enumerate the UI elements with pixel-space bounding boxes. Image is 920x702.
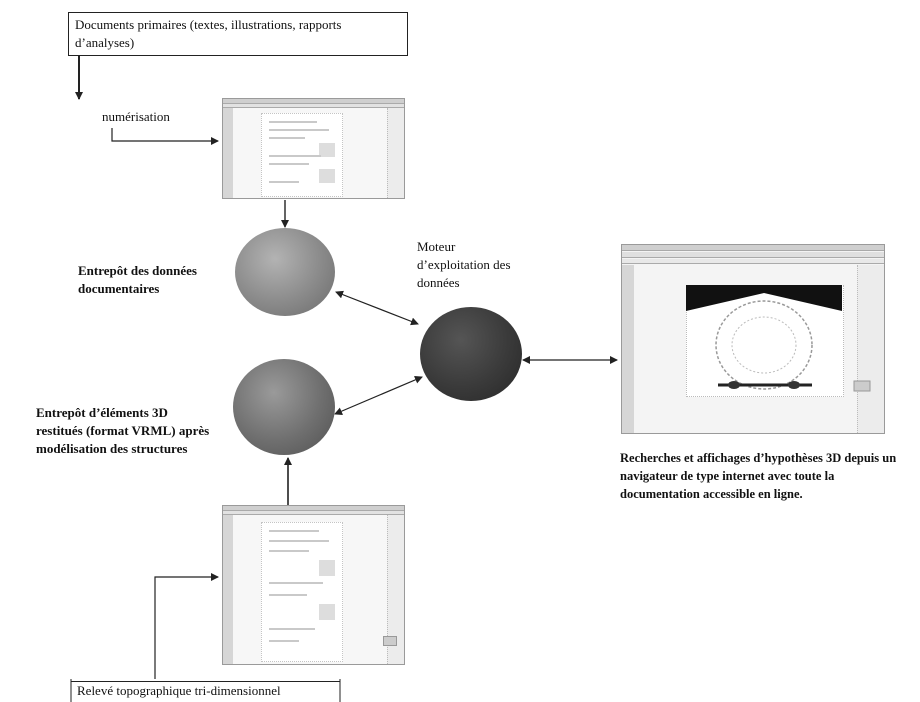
arrow-numerisation-to-scan [111, 128, 219, 145]
moteur-label: Moteur d’exploitation des données [417, 239, 511, 290]
documents-primaires-box: Documents primaires (textes, illustratio… [68, 12, 408, 56]
entrepot-3d-label: Entrepôt d’éléments 3D restitués (format… [36, 405, 210, 456]
arrow-releve-to-scan [154, 573, 219, 679]
3d-viewer-window-icon [621, 244, 885, 434]
scanned-document-window-icon [222, 98, 405, 199]
numerisation-label: numérisation [102, 109, 170, 124]
recherches-label: Recherches et affichages d’hypothèses 3D… [620, 451, 897, 501]
arrow-entrepot3d-moteur [334, 376, 423, 415]
entrepot-donnees-label: Entrepôt des données documentaires [78, 263, 197, 296]
topographic-survey-window-icon [222, 505, 405, 665]
entrepot-3d-node [233, 359, 335, 455]
entrepot-donnees-node [235, 228, 335, 316]
moteur-node [420, 307, 522, 401]
releve-topographique-box: Relevé topographique tri-dimensionnel [71, 681, 340, 700]
arrow-entrepot-moteur [335, 290, 419, 326]
